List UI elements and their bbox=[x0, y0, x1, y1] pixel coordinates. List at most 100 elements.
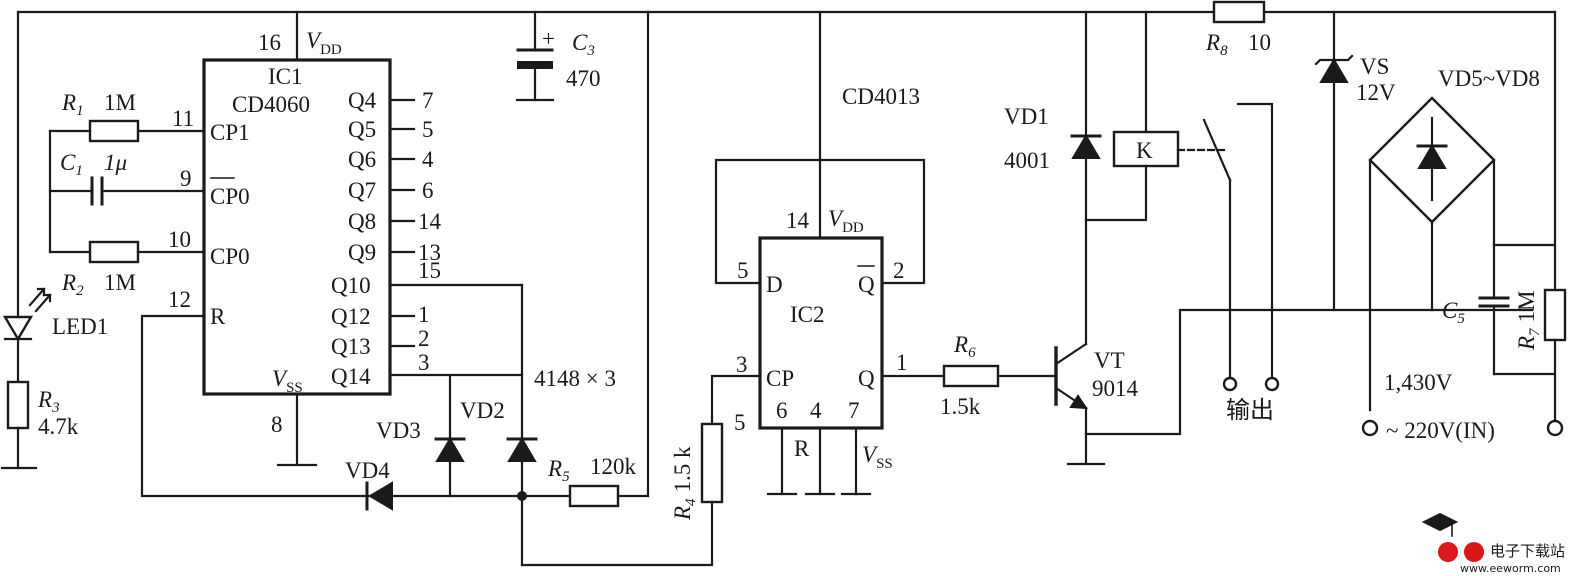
gnd-bus bbox=[1084, 308, 1534, 436]
ic1-lbl-r: R bbox=[210, 304, 226, 329]
vs-zener bbox=[1314, 54, 1354, 83]
ic1-lbl-q6: Q6 bbox=[348, 147, 376, 172]
r1-value: 1M bbox=[104, 90, 136, 115]
r3-symbol: R3 bbox=[37, 387, 60, 416]
ic2-part: CD4013 bbox=[842, 84, 920, 109]
vt-value: 9014 bbox=[1092, 376, 1139, 401]
cp-wire bbox=[710, 374, 762, 426]
ic2-lbl-r: R bbox=[794, 436, 810, 461]
r8-symbol: R8 bbox=[1205, 30, 1228, 59]
ic1-vss: VSS bbox=[272, 366, 303, 396]
led1-symbol bbox=[2, 287, 52, 342]
ic1-pin-2: 2 bbox=[418, 326, 430, 351]
ic1-pin-5: 5 bbox=[422, 117, 434, 142]
vd4-diode bbox=[365, 481, 393, 511]
ic2-name: IC2 bbox=[790, 302, 825, 327]
r6-resistor bbox=[942, 364, 1000, 388]
ic2-lbl-qbar: Q bbox=[858, 272, 875, 297]
vd1-value: 4001 bbox=[1004, 148, 1050, 173]
ic1-lbl-q7: Q7 bbox=[348, 178, 376, 203]
ic2-pin-1: 1 bbox=[896, 350, 908, 375]
r5-symbol: R5 bbox=[547, 456, 570, 485]
vt-transistor bbox=[1054, 10, 1088, 466]
ac-input-label: ~ 220V(IN) bbox=[1386, 418, 1495, 443]
ic1-pin-14: 14 bbox=[418, 209, 442, 234]
r1-symbol: R1 bbox=[61, 90, 84, 119]
vd2-label: VD2 bbox=[460, 398, 505, 423]
junction-vd2 bbox=[517, 491, 527, 501]
ic2-pin-6: 6 bbox=[776, 398, 788, 423]
r4-symbol: R41.5 k bbox=[670, 446, 699, 521]
output-terminal-2 bbox=[1264, 376, 1280, 392]
ic1-lbl-q9: Q9 bbox=[348, 240, 376, 265]
r4-bottom-wire bbox=[520, 500, 714, 567]
watermark-brand: 电子下载站 bbox=[1490, 542, 1565, 560]
ic1-pin-11: 11 bbox=[172, 106, 194, 131]
r2-value: 1M bbox=[104, 270, 136, 295]
ic1-lbl-q5: Q5 bbox=[348, 117, 376, 142]
vd4-label: VD4 bbox=[345, 458, 390, 483]
ic1-right-pins bbox=[388, 98, 416, 348]
r4-pin-5: 5 bbox=[734, 410, 746, 435]
diodes-note: 4148 × 3 bbox=[534, 366, 616, 391]
vd3-label: VD3 bbox=[376, 418, 421, 443]
c3-plus: + bbox=[542, 26, 555, 51]
r4-resistor bbox=[700, 422, 724, 504]
r1-resistor bbox=[88, 119, 140, 143]
ic2-pin-4: 4 bbox=[810, 398, 822, 423]
ic1-lbl-q12: Q12 bbox=[331, 304, 371, 329]
ic1-lbl-q10: Q10 bbox=[331, 273, 371, 298]
ic2-feedback-wire bbox=[714, 158, 926, 285]
vd1-name: VD1 bbox=[1004, 104, 1049, 129]
ic1-pin-13: 13 bbox=[418, 240, 441, 265]
ic2-vss: VSS bbox=[862, 442, 893, 472]
ic1-name: IC1 bbox=[268, 64, 303, 89]
relay-k-label: K bbox=[1136, 138, 1153, 163]
c1-symbol: C1 bbox=[60, 150, 83, 179]
ic1-pin-6: 6 bbox=[422, 178, 434, 203]
ic1-pin-3: 3 bbox=[418, 350, 430, 375]
vs-name: VS bbox=[1360, 54, 1389, 79]
bridge-inner-diode bbox=[1416, 116, 1448, 202]
r6-symbol: R6 bbox=[953, 332, 976, 361]
watermark-logo bbox=[1421, 512, 1484, 562]
c1-capacitor bbox=[90, 176, 104, 206]
ac-in-terminal-2 bbox=[1546, 419, 1564, 437]
ic2-pin-14: 14 bbox=[786, 208, 810, 233]
ic1-pin-8: 8 bbox=[271, 412, 283, 437]
vt-name: VT bbox=[1094, 348, 1125, 373]
ic2-pin-5: 5 bbox=[737, 258, 749, 283]
ic1-lbl-q8: Q8 bbox=[348, 209, 376, 234]
c5-value: 1,430V bbox=[1384, 370, 1453, 395]
ic2-vdd: VDD bbox=[828, 206, 864, 236]
c1-value: 1μ bbox=[104, 150, 127, 175]
relay-switch bbox=[1202, 102, 1274, 380]
c5-symbol: C5 bbox=[1442, 298, 1465, 327]
ic1-pin-4: 4 bbox=[422, 147, 434, 172]
r2-resistor bbox=[88, 240, 140, 264]
watermark-url: www.eeworm.com bbox=[1460, 562, 1561, 575]
ic2-pin-7: 7 bbox=[848, 398, 860, 423]
r8-value: 10 bbox=[1248, 30, 1271, 55]
ic2-lbl-q: Q bbox=[858, 366, 875, 391]
ic2-lbl-cp: CP bbox=[766, 366, 794, 391]
ic1-lbl-q4: Q4 bbox=[348, 88, 377, 113]
ic2-lbl-d: D bbox=[766, 272, 783, 297]
r2-symbol: R2 bbox=[61, 270, 84, 299]
reset-loop-wire bbox=[140, 314, 372, 498]
ic1-pin-15: 15 bbox=[418, 258, 441, 283]
vd3-diode bbox=[434, 437, 466, 462]
output-terminal-1 bbox=[1222, 376, 1238, 392]
ic1-lbl-cp1: CP1 bbox=[210, 120, 250, 145]
ic1-lbl-q13: Q13 bbox=[331, 334, 371, 359]
bridge-label: VD5~VD8 bbox=[1438, 66, 1540, 91]
r3-value: 4.7k bbox=[38, 414, 79, 439]
ac-in-terminal-1 bbox=[1361, 419, 1379, 437]
ic2-pin-3: 3 bbox=[736, 352, 748, 377]
r7-resistor bbox=[1543, 288, 1567, 342]
led1-label: LED1 bbox=[52, 314, 108, 339]
vd1-diode bbox=[1070, 134, 1102, 159]
ic1-part: CD4060 bbox=[232, 92, 310, 117]
